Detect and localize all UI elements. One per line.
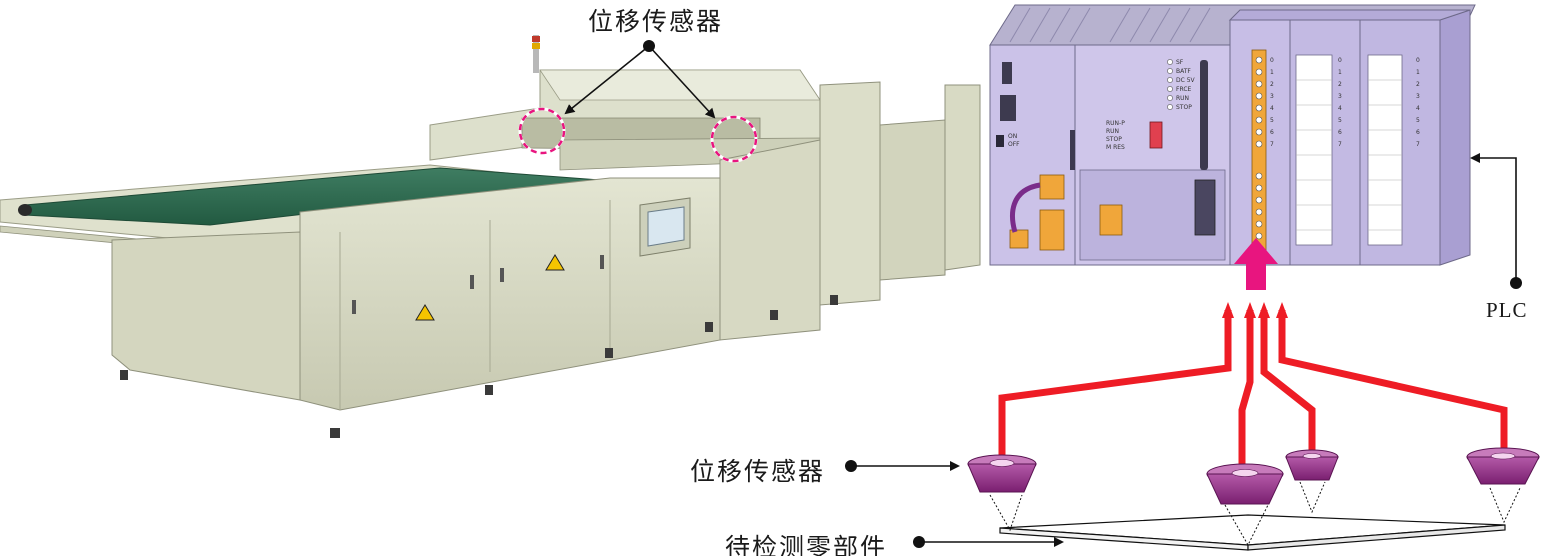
psu-switch-label-0: ON — [1008, 133, 1017, 140]
cpu-led-label-5: STOP — [1176, 104, 1192, 111]
io-channel-label-1: 1 — [1270, 69, 1274, 76]
cpu-led-label-0: SF — [1176, 59, 1184, 66]
io-channel-label-c-7: 7 — [1416, 141, 1420, 148]
io-channel-label-5: 5 — [1270, 117, 1274, 124]
plc-rack — [990, 5, 1475, 265]
io-channel-label-0: 0 — [1270, 57, 1274, 64]
io-channel-label-b-3: 3 — [1338, 93, 1342, 100]
io-channel-label-c-5: 5 — [1416, 117, 1420, 124]
io-channel-label-b-4: 4 — [1338, 105, 1342, 112]
workpiece-label: 待检测零部件 — [725, 528, 887, 556]
workpiece-plate — [1000, 515, 1505, 550]
io-channel-label-2: 2 — [1270, 81, 1274, 88]
sensor-label: 位移传感器 — [690, 452, 825, 488]
io-channel-label-b-6: 6 — [1338, 129, 1342, 136]
io-channel-label-c-6: 6 — [1416, 129, 1420, 136]
io-channel-label-6: 6 — [1270, 129, 1274, 136]
io-channel-label-b-7: 7 — [1338, 141, 1342, 148]
cpu-mode-label-3: M RES — [1106, 144, 1125, 151]
top-sensor-label: 位移传感器 — [588, 2, 723, 38]
plc-label: PLC — [1486, 298, 1528, 323]
io-channel-label-b-0: 0 — [1338, 57, 1342, 64]
displacement-sensors — [968, 448, 1539, 504]
io-channel-label-b-1: 1 — [1338, 69, 1342, 76]
io-channel-label-c-2: 2 — [1416, 81, 1420, 88]
io-channel-label-4: 4 — [1270, 105, 1274, 112]
hmi-touch-screen — [640, 198, 690, 256]
inspection-machine — [0, 35, 980, 438]
io-channel-label-b-5: 5 — [1338, 117, 1342, 124]
cpu-mode-label-1: RUN — [1106, 128, 1119, 135]
io-channel-label-c-4: 4 — [1416, 105, 1420, 112]
io-channel-label-7: 7 — [1270, 141, 1274, 148]
cpu-mode-label-0: RUN-P — [1106, 120, 1125, 127]
psu-switch-label-1: OFF — [1008, 141, 1020, 148]
cpu-led-label-1: BATF — [1176, 68, 1191, 75]
cpu-mode-label-2: STOP — [1106, 136, 1122, 143]
cpu-led-label-2: DC 5V — [1176, 77, 1196, 84]
cpu-led-label-4: RUN — [1176, 95, 1189, 102]
io-channel-label-c-0: 0 — [1416, 57, 1420, 64]
cpu-led-label-3: FRCE — [1176, 86, 1192, 93]
io-channel-label-c-1: 1 — [1416, 69, 1420, 76]
io-channel-label-3: 3 — [1270, 93, 1274, 100]
io-channel-label-c-3: 3 — [1416, 93, 1420, 100]
sensor-signal-wires — [1002, 310, 1504, 470]
io-channel-label-b-2: 2 — [1338, 81, 1342, 88]
